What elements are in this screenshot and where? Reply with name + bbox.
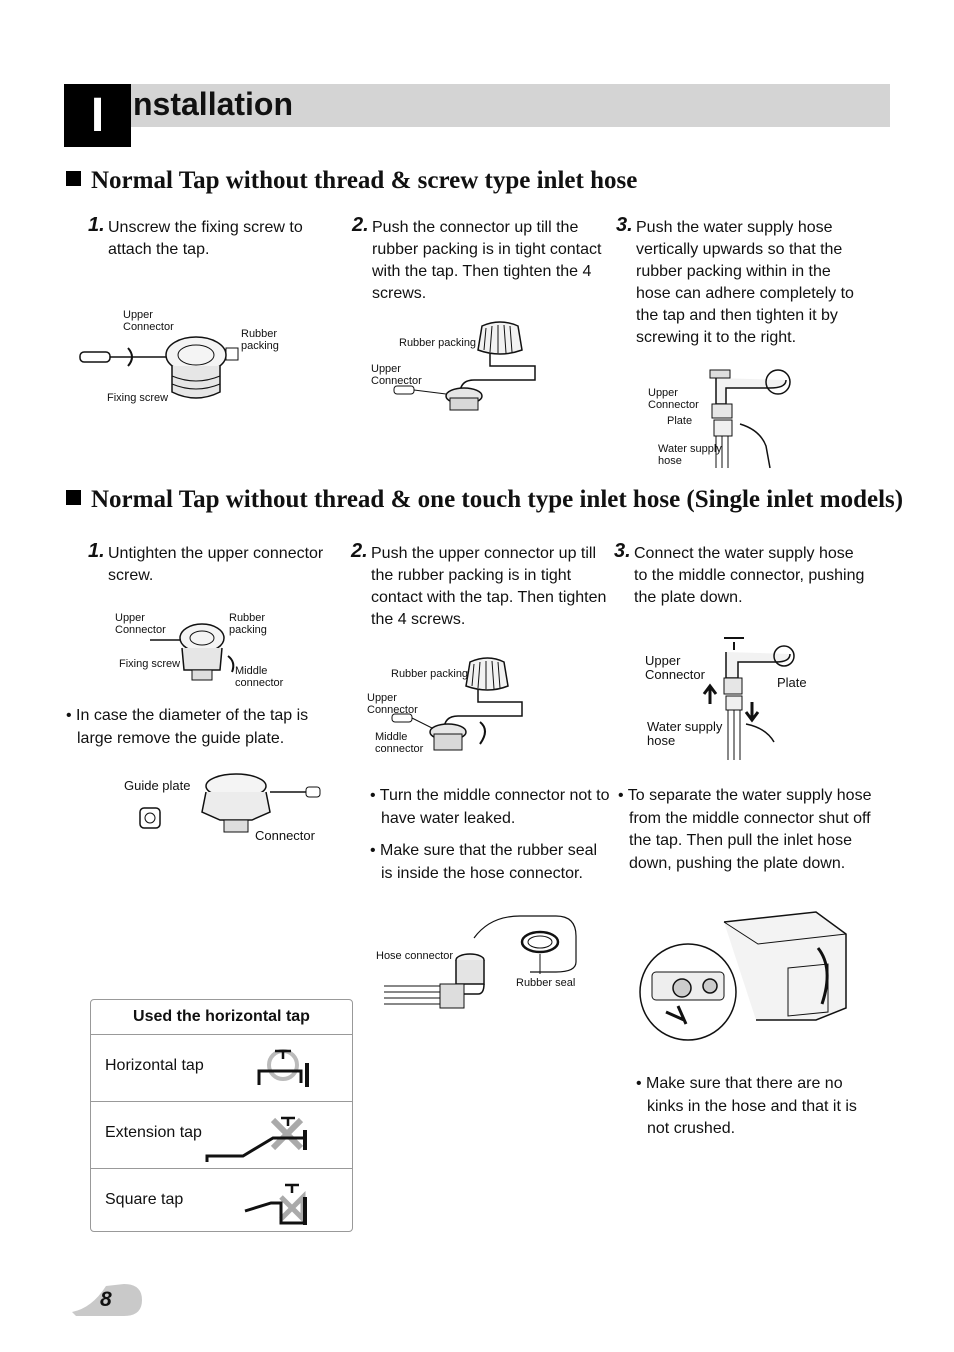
s1f3-plate-label: Plate: [667, 415, 693, 427]
s1f2-rubber-label: Rubber packing: [399, 337, 477, 349]
s2-fig1-connector-illustration: [150, 623, 235, 681]
guide-plate-label: Guide plate: [124, 778, 191, 793]
tap-row-square: Square tap: [91, 1169, 352, 1235]
tap-row-extension: Extension tap: [91, 1102, 352, 1169]
s1-step1: 1.Unscrew the fixing screw to attach the…: [88, 214, 303, 258]
s2-notes-mid: • Turn the middle connector not to have …: [370, 787, 610, 882]
s2f2-rubber-label: Rubber packing: [391, 668, 469, 680]
square-tap-icon: [244, 1183, 307, 1226]
s1-step2: 2.Push the connector up till the rubber …: [352, 214, 602, 302]
rubber-seal-label: Rubber seal: [516, 977, 576, 989]
s2-note-kinks: • Make sure that there are no kinks in t…: [636, 1075, 857, 1137]
s2-guide-plate-illustration: [139, 773, 321, 833]
horizontal-tap-icon: [257, 1049, 309, 1087]
s2-step2: 2.Push the upper connector up till the r…: [351, 540, 607, 628]
page-title: nstallation: [133, 86, 294, 122]
guide-connector-label: Connector: [255, 828, 315, 843]
page-number: 8: [100, 1288, 112, 1311]
s2-fig2-tap-illustration: [391, 657, 523, 751]
s2-note-guide: • In case the diameter of the tap is lar…: [66, 707, 309, 747]
s2f3-plate-label: Plate: [777, 675, 807, 690]
hose-connector-label: Hose connector: [376, 950, 454, 962]
s1-fig1-connector-illustration: [79, 336, 239, 399]
s2-step1: 1.Untighten the upper connector screw.: [88, 540, 324, 584]
extension-tap-icon: [205, 1116, 307, 1162]
s2-fig3-hose-illustration: [702, 637, 795, 760]
square-bullet-icon: [66, 490, 81, 505]
s2-seal-illustration: [384, 915, 577, 1009]
header-bar: [64, 84, 890, 127]
square-bullet-icon: [66, 171, 81, 186]
page-number-badge: 8: [72, 1282, 142, 1318]
s1-fig3-hose-illustration: [709, 369, 791, 469]
s1f1-fixing-label: Fixing screw: [107, 392, 169, 404]
s1-step3: 3.Push the water supply hose vertically …: [616, 214, 854, 346]
header-initial: I: [64, 84, 131, 147]
tap-row-horizontal: Horizontal tap: [91, 1035, 352, 1102]
s1-fig2-tap-illustration: [393, 321, 536, 411]
section1-title: Normal Tap without thread & screw type i…: [66, 166, 637, 196]
page-badge-shape: [72, 1284, 142, 1316]
washer-connection-illustration: [639, 911, 847, 1041]
s2-note-separate: • To separate the water supply hose from…: [618, 787, 872, 872]
tap-table-title: Used the horizontal tap: [91, 1000, 352, 1035]
section2-title: Normal Tap without thread & one touch ty…: [66, 485, 903, 515]
s2f1-fixing-label: Fixing screw: [119, 658, 181, 670]
tap-table: Used the horizontal tap Horizontal tap E…: [90, 999, 353, 1232]
s2-step3: 3.Connect the water supply hose to the m…: [614, 540, 865, 606]
